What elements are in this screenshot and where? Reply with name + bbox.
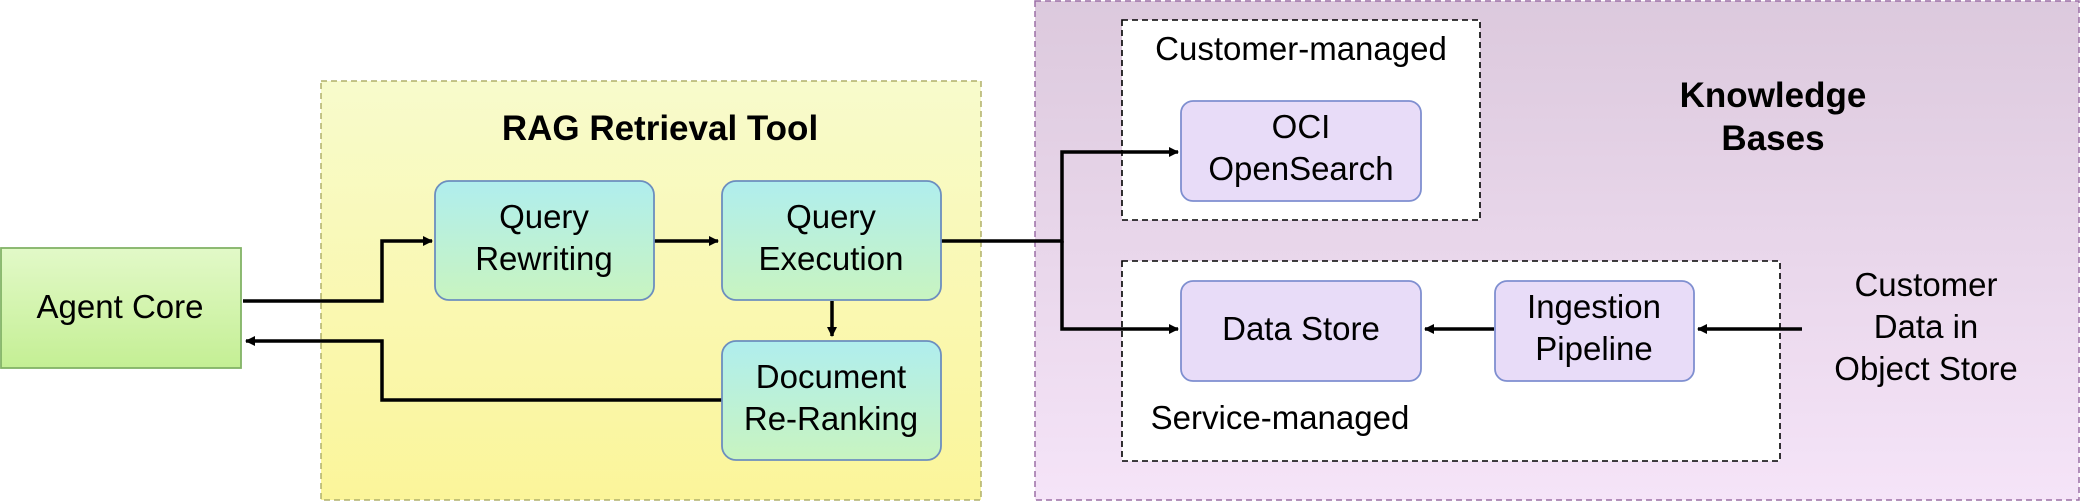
query-rewriting-node: Query Rewriting — [434, 180, 655, 301]
customer-data-label-line1: Customer — [1854, 266, 1997, 303]
knowledge-bases-title-line2: Bases — [1721, 119, 1824, 158]
query-rewriting-label-line1: Query — [499, 198, 589, 235]
query-rewriting-label-line2: Rewriting — [475, 240, 613, 277]
document-reranking-node: Document Re-Ranking — [721, 340, 942, 461]
edge-agent-to-rewriting — [243, 236, 433, 303]
ingestion-pipeline-node: Ingestion Pipeline — [1494, 280, 1695, 382]
edge-reranking-to-agent — [245, 336, 722, 402]
customer-managed-label: Customer-managed — [1155, 30, 1447, 67]
agent-core-node: Agent Core — [0, 247, 242, 369]
ingestion-pipeline-label-line1: Ingestion — [1527, 288, 1661, 325]
oci-opensearch-node: OCI OpenSearch — [1180, 100, 1422, 202]
customer-data-label-line2: Data in — [1874, 308, 1979, 345]
service-managed-label: Service-managed — [1151, 399, 1410, 436]
data-store-node: Data Store — [1180, 280, 1422, 382]
customer-data-label-line3: Object Store — [1834, 350, 2017, 387]
query-execution-node: Query Execution — [721, 180, 942, 301]
agent-core-label: Agent Core — [37, 288, 204, 325]
query-execution-label-line1: Query — [786, 198, 876, 235]
knowledge-bases-title-line1: Knowledge — [1680, 76, 1867, 115]
edge-execution-to-datastore — [1060, 241, 1179, 334]
data-store-label: Data Store — [1222, 310, 1380, 347]
ingestion-pipeline-label-line2: Pipeline — [1535, 330, 1652, 367]
query-execution-label-line2: Execution — [759, 240, 904, 277]
edges — [243, 147, 1802, 402]
customer-data-node: Customer Data in Object Store — [1834, 266, 2017, 387]
document-reranking-label-line2: Re-Ranking — [744, 400, 918, 437]
oci-opensearch-label-line2: OpenSearch — [1208, 150, 1393, 187]
rag-retrieval-tool-title: RAG Retrieval Tool — [502, 109, 818, 148]
edge-execution-to-opensearch — [941, 147, 1179, 243]
oci-opensearch-label-line1: OCI — [1272, 108, 1331, 145]
document-reranking-label-line1: Document — [756, 358, 906, 395]
